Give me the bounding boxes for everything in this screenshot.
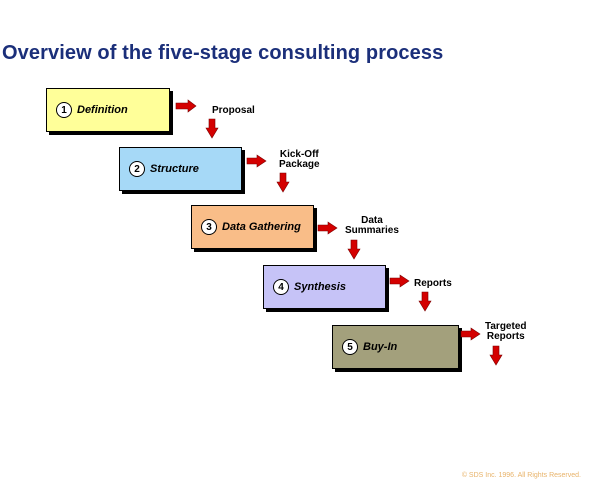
stage-number-badge: 5 (342, 339, 358, 355)
stage-label: Synthesis (294, 281, 346, 293)
down-arrow-icon (347, 239, 361, 260)
stage-output-reports: Reports (414, 278, 452, 289)
down-arrow-icon (205, 118, 219, 139)
page-title: Overview of the five-stage consulting pr… (2, 42, 444, 64)
stage-buy-in-box: 5 Buy-In (332, 325, 459, 369)
stage-label: Structure (150, 163, 199, 175)
down-arrow-icon (489, 345, 503, 366)
stage-output-targeted-reports: Targeted Reports (485, 321, 527, 342)
stage-number-badge: 4 (273, 279, 289, 295)
stage-number-badge: 1 (56, 102, 72, 118)
stage-number-badge: 3 (201, 219, 217, 235)
copyright-notice: © SDS Inc. 1996. All Rights Reserved. (461, 472, 581, 479)
right-arrow-icon (389, 274, 410, 288)
right-arrow-icon (317, 221, 338, 235)
right-arrow-icon (175, 99, 197, 113)
stage-output-kickoff-package: Kick-Off Package (279, 149, 320, 170)
stage-data-gathering-box: 3 Data Gathering (191, 205, 314, 249)
stage-output-data-summaries: Data Summaries (345, 215, 399, 236)
stage-label: Data Gathering (222, 221, 301, 233)
down-arrow-icon (418, 291, 432, 312)
right-arrow-icon (246, 154, 267, 168)
down-arrow-icon (276, 172, 290, 193)
right-arrow-icon (460, 327, 481, 341)
stage-structure-box: 2 Structure (119, 147, 242, 191)
stage-definition-box: 1 Definition (46, 88, 170, 132)
stage-output-proposal: Proposal (212, 105, 255, 116)
stage-label: Buy-In (363, 341, 398, 353)
stage-synthesis-box: 4 Synthesis (263, 265, 386, 309)
stage-label: Definition (77, 104, 128, 116)
stage-number-badge: 2 (129, 161, 145, 177)
